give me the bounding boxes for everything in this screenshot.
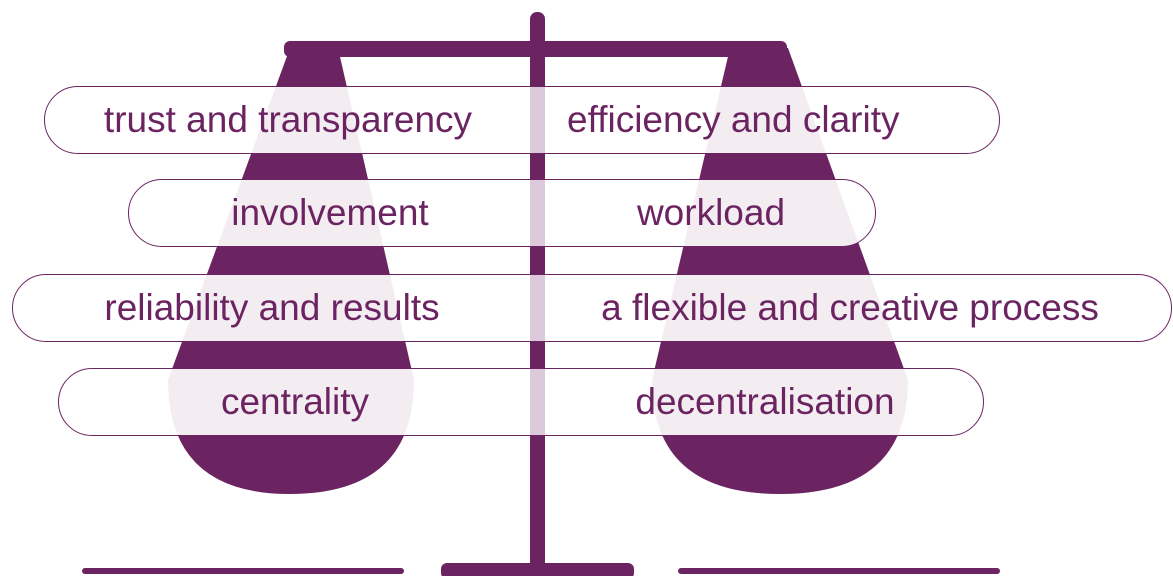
- value-pill-row-4: centrality decentralisation: [58, 368, 984, 436]
- right-value-label: workload: [636, 192, 786, 233]
- pole-highlight-row-3: [530, 275, 545, 341]
- scale-base: [441, 563, 634, 576]
- left-value-label: trust and transparency: [103, 99, 473, 140]
- left-value-label: centrality: [220, 381, 370, 422]
- value-pill-row-3: reliability and results a flexible and c…: [12, 274, 1172, 342]
- pole-highlight-row-2: [530, 180, 545, 246]
- pole-highlight-row-1: [530, 87, 545, 153]
- value-pill-row-1: trust and transparency efficiency and cl…: [44, 86, 1000, 154]
- right-value-label: efficiency and clarity: [567, 99, 900, 140]
- left-ground-line: [82, 568, 404, 574]
- pole-highlight-row-4: [530, 369, 545, 435]
- right-value-label: decentralisation: [635, 381, 895, 422]
- right-value-label: a flexible and creative process: [601, 287, 1099, 328]
- left-value-label: involvement: [231, 192, 429, 233]
- left-value-label: reliability and results: [104, 287, 440, 328]
- value-pill-row-2: involvement workload: [128, 179, 876, 247]
- right-ground-line: [678, 568, 1000, 574]
